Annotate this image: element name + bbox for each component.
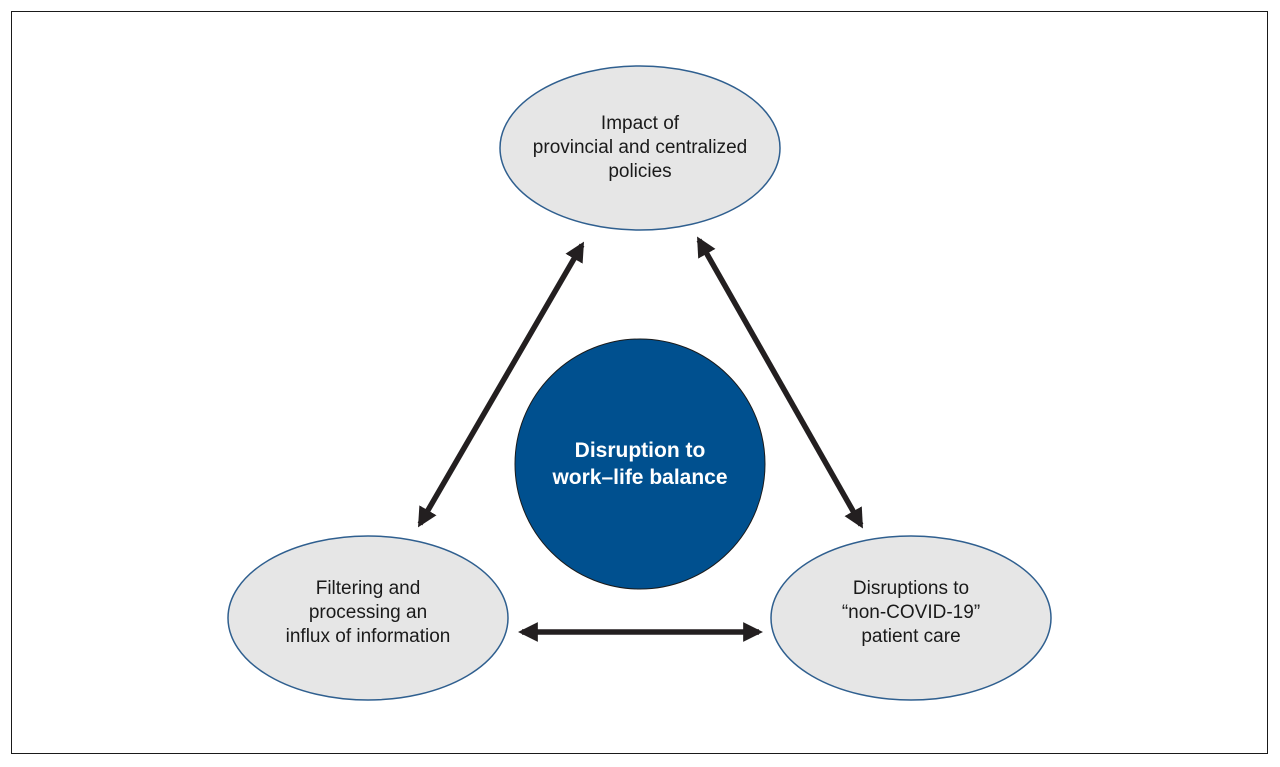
node-right-ellipse <box>770 535 1052 701</box>
node-right-label: Disruptions to “non-COVID-19” patient ca… <box>841 578 981 647</box>
arrow-top-right <box>696 236 864 529</box>
node-top-ellipse <box>499 65 781 231</box>
center-label: Disruption to work–life balance <box>552 439 728 489</box>
node-top-label: Impact of provincial and centralized pol… <box>532 113 748 182</box>
center-circle <box>514 338 766 590</box>
node-left-ellipse <box>227 535 509 701</box>
arrow-top-left <box>417 241 585 528</box>
node-left-label: Filtering and processing an influx of in… <box>285 578 451 647</box>
